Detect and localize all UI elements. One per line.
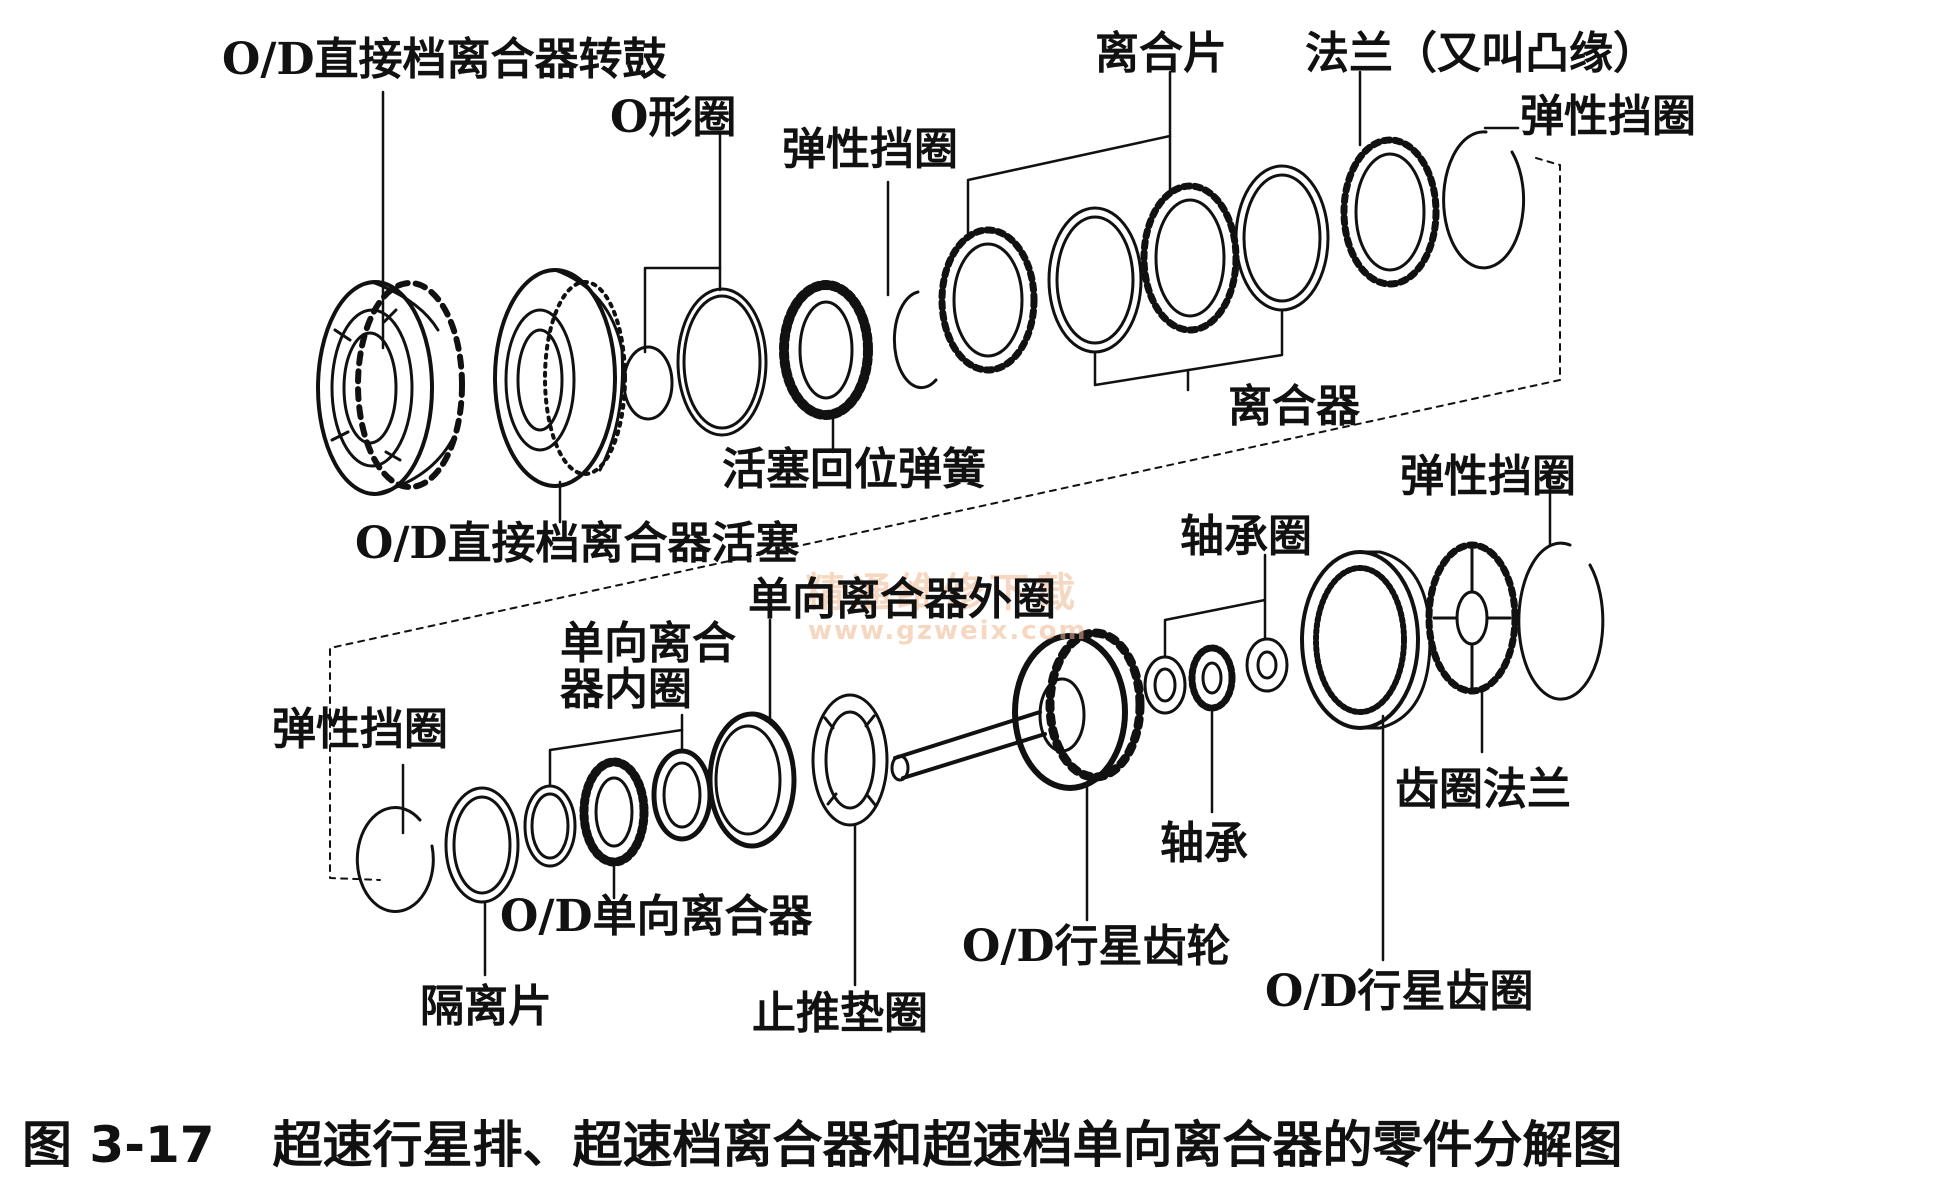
flange-part: [1340, 136, 1440, 288]
clutch-disc-2-part: [1234, 164, 1330, 312]
thrust-washer-part: [811, 693, 889, 827]
label-one-way-clutch-inner-race-line2: 器内圈: [560, 664, 692, 715]
bearing-race-1-part: [1143, 655, 1187, 715]
bearing-race-2-part: [1245, 637, 1289, 693]
direct-clutch-drum-part: [316, 280, 465, 496]
clutch-plate-2-part: [1140, 182, 1240, 334]
large-o-ring-part: [676, 287, 768, 437]
label-flange: 法兰（又叫凸缘）: [1305, 28, 1657, 79]
clutch-plate-1-part: [938, 226, 1038, 374]
outer-race-part: [707, 711, 797, 849]
label-bearing-race: 轴承圈: [1180, 511, 1312, 562]
ring-gear-flange-part: [1425, 541, 1519, 695]
snap-ring-2-part: [1442, 130, 1526, 270]
label-clutch-plate: 离合片: [1095, 28, 1227, 79]
snap-ring-1-part: [892, 290, 938, 390]
figure-caption-text: 超速行星排、超速档离合器和超速档单向离合器的零件分解图: [272, 1116, 1623, 1174]
label-od-planetary-ring-gear: O/D行星齿圈: [1265, 966, 1534, 1017]
label-snap-ring-2: 弹性挡圈: [1520, 91, 1696, 142]
label-od-planetary-gear: O/D行星齿轮: [962, 921, 1231, 972]
clutch-disc-1-part: [1047, 206, 1143, 354]
snap-ring-4-part: [1517, 541, 1605, 701]
piston-return-spring-part: [779, 280, 873, 420]
label-clutch: 离合器: [1228, 381, 1360, 432]
label-ring-gear-flange: 齿圈法兰: [1395, 764, 1571, 815]
label-bearing: 轴承: [1160, 818, 1248, 869]
dashed-connector: [329, 157, 1561, 881]
label-od-one-way-clutch: O/D单向离合器: [500, 891, 813, 942]
figure-caption: 图 3-17 超速行星排、超速档离合器和超速档单向离合器的零件分解图: [22, 1105, 1623, 1177]
label-snap-ring-4: 弹性挡圈: [272, 704, 448, 755]
spacer-part: [444, 786, 520, 904]
snap-ring-3-part: [355, 806, 435, 914]
label-one-way-clutch-outer-race: 单向离合器外圈: [748, 574, 1056, 625]
label-thrust-washer: 止推垫圈: [752, 988, 928, 1039]
label-one-way-clutch-inner-race-line1: 单向离合: [560, 618, 736, 669]
exploded-parts-diagram: [316, 70, 1605, 987]
label-od-direct-clutch-drum: O/D直接档离合器转鼓: [222, 34, 667, 85]
label-o-ring: O形圈: [610, 92, 737, 143]
label-snap-ring-1: 弹性挡圈: [782, 124, 958, 175]
planetary-gear-part: [890, 628, 1145, 791]
label-piston-return-spring: 活塞回位弹簧: [722, 444, 986, 495]
direct-clutch-piston-part: [493, 268, 627, 488]
watermark-url: www.gzweix.com: [808, 616, 1088, 646]
small-race-part: [523, 784, 577, 868]
figure-number: 图 3-17: [22, 1116, 215, 1174]
label-spacer: 隔离片: [420, 981, 552, 1032]
watermark-text: 精通维修下载: [805, 570, 1081, 616]
od-one-way-clutch-part: [579, 757, 649, 867]
bearing-part: [1188, 644, 1236, 712]
small-o-ring-part: [622, 345, 674, 421]
label-snap-ring-3: 弹性挡圈: [1400, 451, 1576, 502]
ring-gear-part: [1300, 550, 1432, 730]
inner-race-part: [651, 748, 713, 842]
label-od-direct-clutch-piston: O/D直接档离合器活塞: [355, 518, 800, 569]
